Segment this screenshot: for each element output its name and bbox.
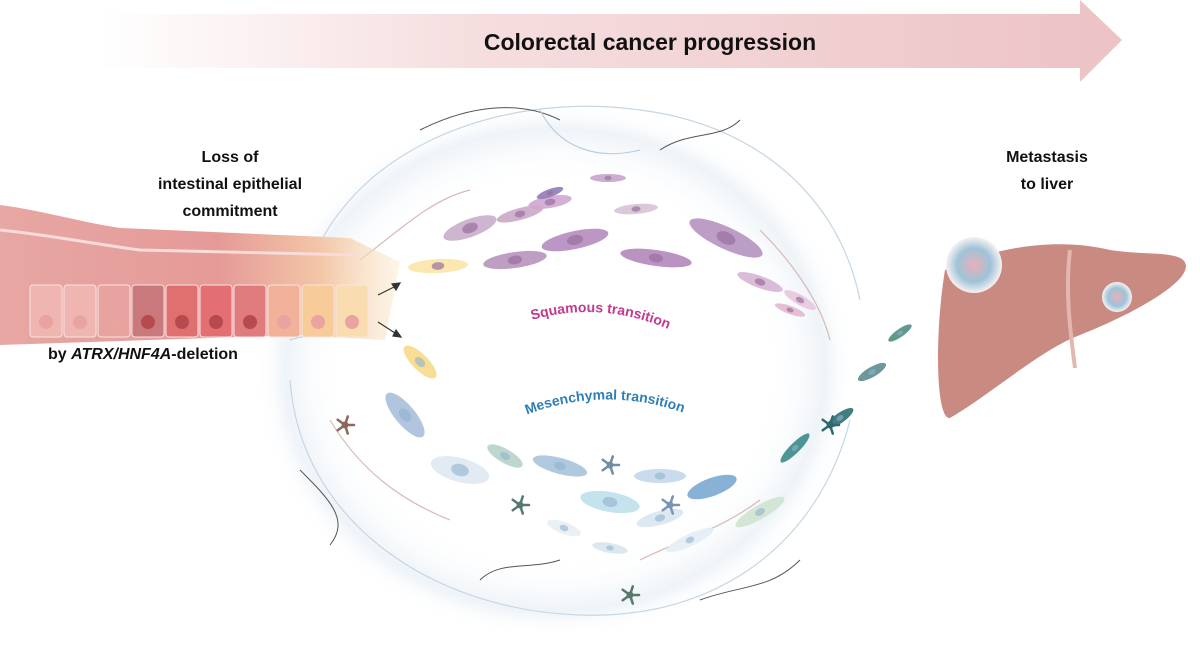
- stellate-cell: [821, 415, 841, 435]
- cell-nucleus: [716, 231, 736, 245]
- epithelial-cell: [97, 284, 131, 338]
- cell-nucleus: [209, 315, 223, 329]
- cell-nucleus: [791, 444, 799, 452]
- cell-nucleus: [755, 507, 765, 517]
- cell-nucleus: [654, 514, 666, 522]
- loss-line2: intestinal epithelial commitment: [157, 176, 303, 220]
- cell-nucleus: [897, 330, 903, 336]
- metastasis-line1: Metastasis: [1006, 149, 1088, 166]
- epithelial-cell: [29, 284, 63, 338]
- cell-nucleus: [277, 315, 291, 329]
- stellate-cells: [336, 415, 841, 605]
- cell-nucleus: [398, 408, 412, 422]
- cell-nucleus: [507, 255, 523, 265]
- stellate-cell: [511, 495, 531, 515]
- cell-nucleus: [514, 210, 526, 218]
- epithelial-cell: [233, 284, 267, 338]
- stellate-body: [626, 591, 634, 599]
- cell-nucleus: [175, 315, 189, 329]
- cell-nucleus: [836, 415, 844, 421]
- epithelial-cell: [165, 284, 199, 338]
- cell-nucleus: [141, 315, 155, 329]
- progression-title: Colorectal cancer progression: [483, 29, 817, 55]
- cell-nucleus: [107, 315, 121, 329]
- cell-nucleus: [345, 315, 359, 329]
- cell-nucleus: [786, 307, 794, 313]
- cell-nucleus: [868, 369, 876, 375]
- deletion-suffix: -deletion: [171, 346, 238, 363]
- cell-nucleus: [654, 472, 666, 480]
- loss-line1: Loss of: [201, 149, 259, 166]
- cell-nucleus: [648, 253, 664, 263]
- stellate-body: [606, 461, 614, 469]
- cell-nucleus: [606, 545, 614, 551]
- cell-nucleus: [500, 451, 510, 461]
- cell-nucleus: [795, 296, 805, 304]
- cell-nucleus: [311, 315, 325, 329]
- deletion-prefix: by: [48, 346, 72, 363]
- stellate-cell: [601, 455, 621, 475]
- epithelial-cell: [199, 284, 233, 338]
- cell-nucleus: [544, 198, 556, 206]
- stellate-body: [666, 501, 674, 509]
- cell-nucleus: [567, 234, 583, 246]
- cell-nucleus: [546, 190, 554, 196]
- stellate-cell: [621, 585, 641, 605]
- stellate-body: [826, 421, 834, 429]
- epithelial-cell: [63, 284, 97, 338]
- cell-nucleus: [243, 315, 257, 329]
- cell-nucleus: [604, 175, 612, 181]
- epithelial-cell: [335, 284, 369, 338]
- cell-nucleus: [414, 356, 426, 368]
- cell-nucleus: [554, 461, 566, 471]
- cell-nucleus: [754, 278, 766, 286]
- metastasis-line2: to liver: [1020, 176, 1074, 193]
- deletion-label: by ATRX/HNF4A-deletion: [48, 345, 308, 365]
- primary-tumor-cluster: [946, 237, 1002, 293]
- squamous-cells: [408, 174, 816, 317]
- cell-nucleus: [631, 206, 641, 212]
- progression-arrow: [100, 0, 1122, 82]
- cell-nucleus: [73, 315, 87, 329]
- liver-metastasis: [1102, 282, 1132, 312]
- stellate-body: [341, 421, 349, 429]
- epithelial-cell: [301, 284, 335, 338]
- cell-nucleus: [559, 524, 569, 532]
- cell-nucleus: [451, 463, 469, 477]
- epithelial-cell: [131, 284, 165, 338]
- epithelial-cells: [29, 284, 369, 338]
- epithelial-cell: [267, 284, 301, 338]
- cell-nucleus: [602, 496, 618, 508]
- deletion-genes: ATRX/HNF4A: [71, 346, 172, 363]
- stellate-cell: [661, 495, 681, 515]
- transition-arrows: [377, 282, 403, 338]
- metastasis-label: Metastasis to liver: [992, 144, 1102, 198]
- stellate-cell: [336, 415, 356, 435]
- cell-nucleus: [705, 482, 719, 492]
- liver: [938, 237, 1186, 419]
- cell-nucleus: [431, 262, 445, 270]
- stellate-body: [516, 501, 524, 509]
- loss-of-commitment-label: Loss of intestinal epithelial commitment: [112, 144, 348, 225]
- cell-nucleus: [39, 315, 53, 329]
- cell-nucleus: [462, 222, 478, 234]
- cell-nucleus: [685, 536, 695, 544]
